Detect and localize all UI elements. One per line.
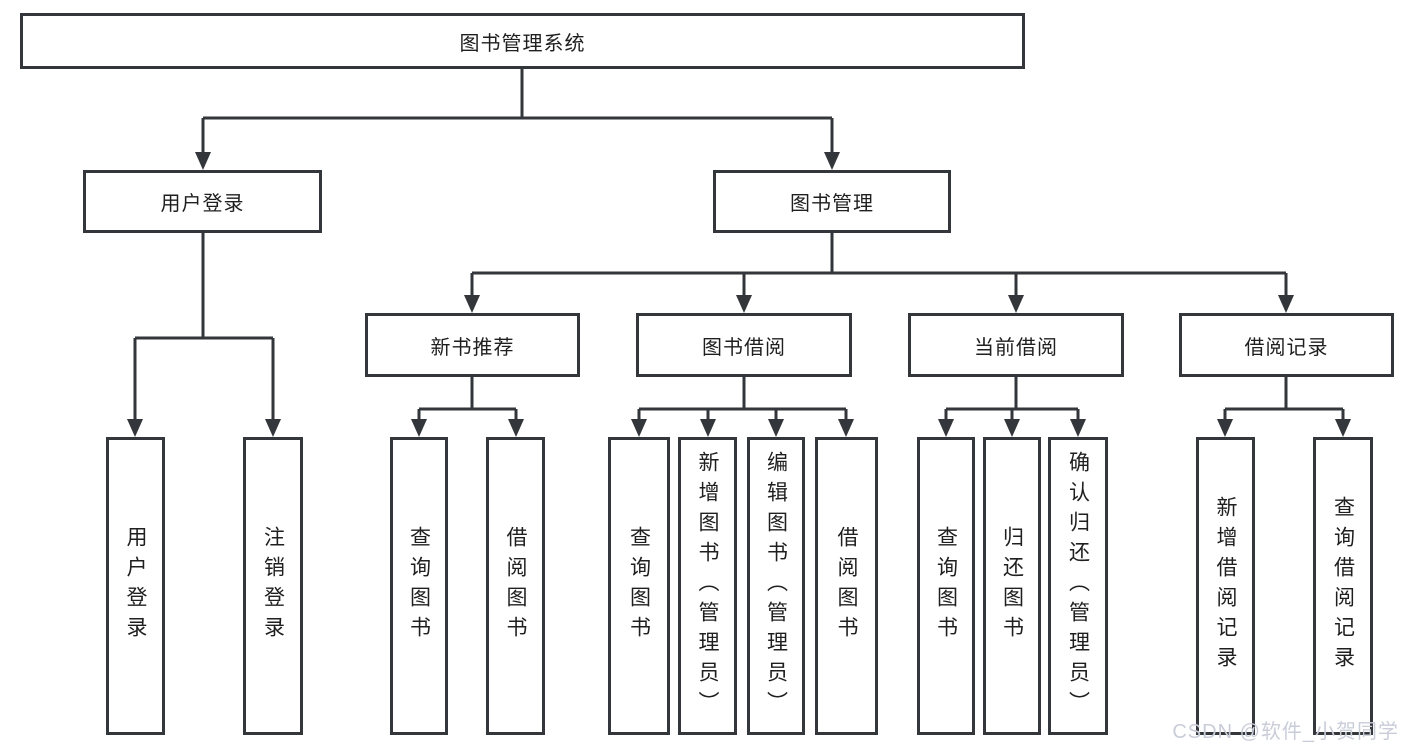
node-library-management-system: 图书管理系统 [20,13,1025,69]
leaf-user-login: 用户登录 [106,437,165,735]
leaf-logout: 注销登录 [243,437,303,735]
leaf-borrow-books-recommend: 借阅图书 [486,437,545,735]
leaf-add-borrow-record: 新增借阅记录 [1196,437,1255,735]
node-current-borrowing: 当前借阅 [908,313,1124,377]
leaf-query-books-borrowing: 查询图书 [608,437,670,735]
leaf-query-borrow-record: 查询借阅记录 [1313,437,1373,735]
watermark-csdn: CSDN @软件_小贺同学 [1172,721,1399,743]
leaf-borrow-books-borrowing: 借阅图书 [815,437,878,735]
node-borrowing-records: 借阅记录 [1179,313,1394,377]
node-book-management: 图书管理 [713,170,951,233]
leaf-query-books-current: 查询图书 [917,437,975,735]
leaf-query-books-recommend: 查询图书 [390,437,448,735]
leaf-confirm-return-admin: 确认归还（管理员） [1048,437,1108,735]
leaf-return-books: 归还图书 [983,437,1041,735]
leaf-add-books-admin: 新增图书（管理员） [678,437,737,735]
node-book-borrowing: 图书借阅 [636,313,852,377]
leaf-edit-books-admin: 编辑图书（管理员） [747,437,805,735]
node-user-login: 用户登录 [83,170,322,233]
node-new-book-recommendation: 新书推荐 [365,313,580,377]
